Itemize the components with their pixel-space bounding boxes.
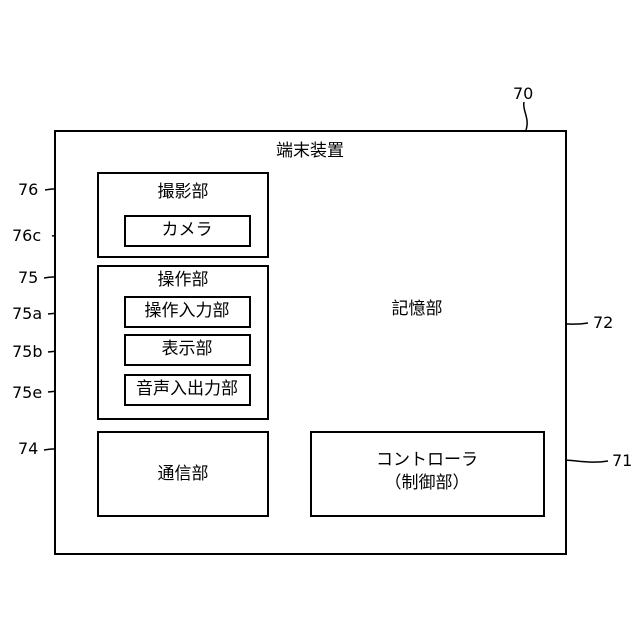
ref-75: 75 (18, 270, 38, 286)
ref-76: 76 (18, 182, 38, 198)
ref-75b: 75b (12, 344, 43, 360)
ref-70: 70 (513, 86, 533, 102)
leader-70 (524, 102, 527, 130)
ref-75a: 75a (12, 306, 42, 322)
ref-74: 74 (18, 441, 38, 457)
display-label: 表示部 (162, 341, 213, 358)
ref-76c: 76c (12, 228, 41, 244)
ref-75e: 75e (12, 385, 42, 401)
controller-label: コントローラ (376, 452, 478, 469)
communication-unit-label: 通信部 (158, 466, 209, 483)
device-title: 端末装置 (276, 143, 344, 160)
storage-label: 記憶部 (392, 301, 443, 318)
operation-unit-label: 操作部 (158, 272, 209, 289)
camera-label: カメラ (162, 222, 213, 239)
operation-input-label: 操作入力部 (145, 303, 230, 320)
audio-io-label: 音声入出力部 (136, 381, 238, 398)
ref-71: 71 (612, 453, 632, 469)
ref-72: 72 (593, 315, 613, 331)
controller-sublabel: （制御部） (385, 475, 470, 492)
imaging-unit-label: 撮影部 (158, 184, 209, 201)
